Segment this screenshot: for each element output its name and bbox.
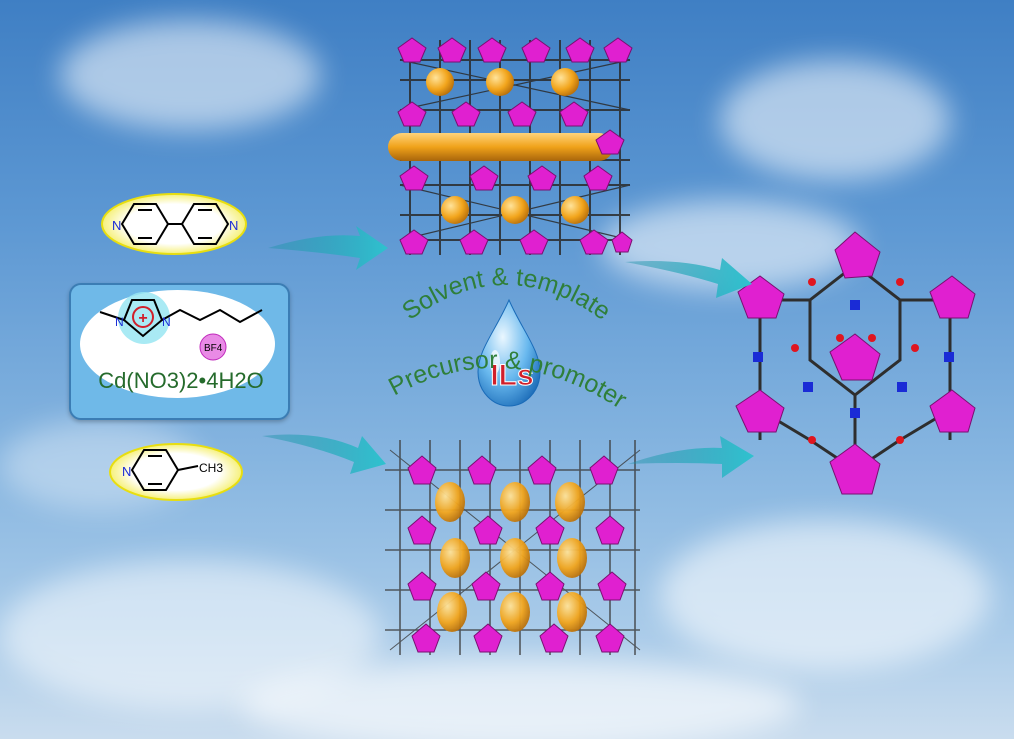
cation-charge: + xyxy=(138,310,147,327)
arrow-icon xyxy=(628,436,754,478)
nitrogen-label: N xyxy=(162,315,171,329)
arrow-icon xyxy=(268,226,388,270)
cloud xyxy=(60,20,320,130)
nitrogen-label: N xyxy=(115,315,124,329)
cloud xyxy=(660,520,990,670)
nitrogen-label: N xyxy=(122,464,131,479)
droplet-icon xyxy=(477,298,541,407)
ionic-liquid-panel xyxy=(80,290,275,398)
top-framework xyxy=(388,37,633,255)
hexagonal-network xyxy=(735,231,976,495)
nitrogen-label: N xyxy=(112,218,121,233)
arrow-icon xyxy=(625,258,752,298)
anion-label: BF4 xyxy=(204,343,223,354)
cloud xyxy=(240,660,800,739)
cloud xyxy=(720,60,950,180)
bottom-framework xyxy=(385,440,641,655)
ionic-liquid-structure: + N N BF4 xyxy=(99,292,263,361)
methyl-label: CH3 xyxy=(199,461,223,475)
picoline-ligand: N CH3 xyxy=(109,443,243,501)
metal-salt-formula: Cd(NO3)2•4H2O xyxy=(98,368,264,393)
arrow-icon xyxy=(262,434,386,474)
ils-label: ILs xyxy=(490,359,533,392)
bipyridine-ligand: N N xyxy=(101,193,247,255)
nitrogen-label: N xyxy=(229,218,238,233)
